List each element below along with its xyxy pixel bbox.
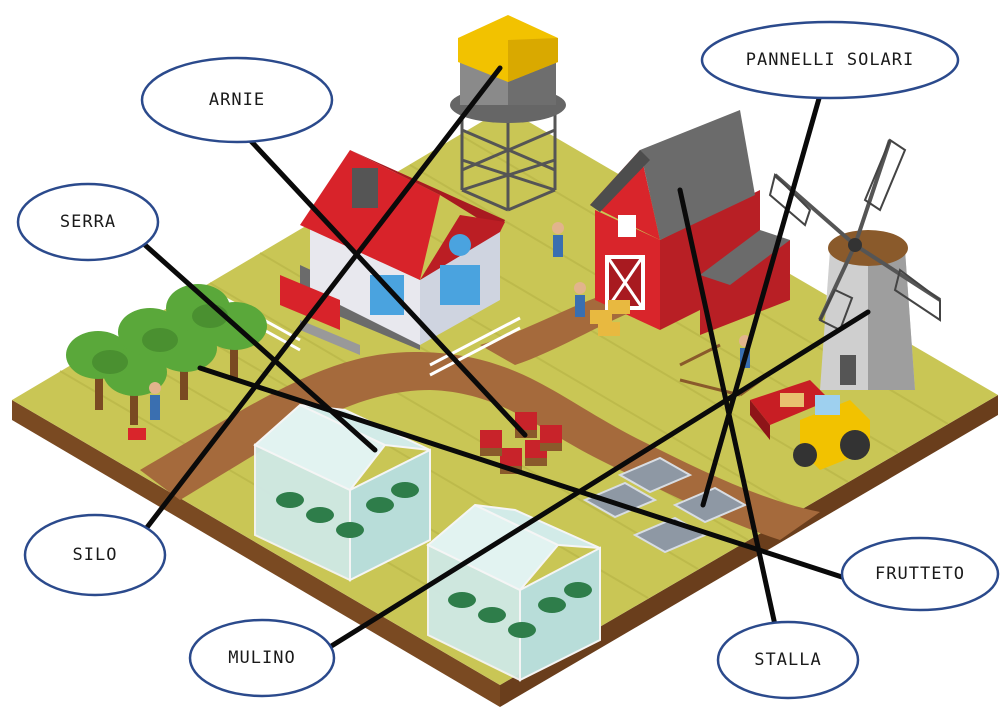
label-mulino-text: MULINO xyxy=(228,648,295,668)
label-mulino: MULINO xyxy=(188,618,336,698)
connector-silo xyxy=(142,65,503,533)
dirt-path xyxy=(140,351,820,540)
label-serra: SERRA xyxy=(16,182,160,262)
label-stalla-text: STALLA xyxy=(754,650,821,670)
windmill xyxy=(768,138,942,390)
label-frutteto-text: FRUTTETO xyxy=(875,564,965,584)
label-stalla: STALLA xyxy=(716,620,860,700)
barn xyxy=(590,110,790,335)
greenhouse-2 xyxy=(426,503,601,682)
label-serra-text: SERRA xyxy=(60,212,116,232)
connector-serra xyxy=(142,242,378,453)
label-pannelli-solari-text: PANNELLI SOLARI xyxy=(746,50,915,70)
base-side-left xyxy=(12,400,500,707)
base-side-right xyxy=(500,395,998,707)
label-arnie-text: ARNIE xyxy=(209,90,265,110)
hay-bales xyxy=(590,300,630,336)
label-frutteto: FRUTTETO xyxy=(840,536,1000,612)
connector-arnie xyxy=(247,137,528,438)
connector-lines xyxy=(142,65,871,653)
connector-frutteto xyxy=(197,365,848,581)
greenhouse-1 xyxy=(253,403,431,582)
label-silo-text: SILO xyxy=(73,545,118,565)
label-silo: SILO xyxy=(23,513,167,597)
connector-pannelli xyxy=(700,92,823,508)
connector-mulino xyxy=(322,309,871,653)
tractor xyxy=(750,380,870,470)
label-pannelli-solari: PANNELLI SOLARI xyxy=(700,20,960,100)
label-arnie: ARNIE xyxy=(140,56,334,144)
connector-stalla xyxy=(677,187,778,628)
